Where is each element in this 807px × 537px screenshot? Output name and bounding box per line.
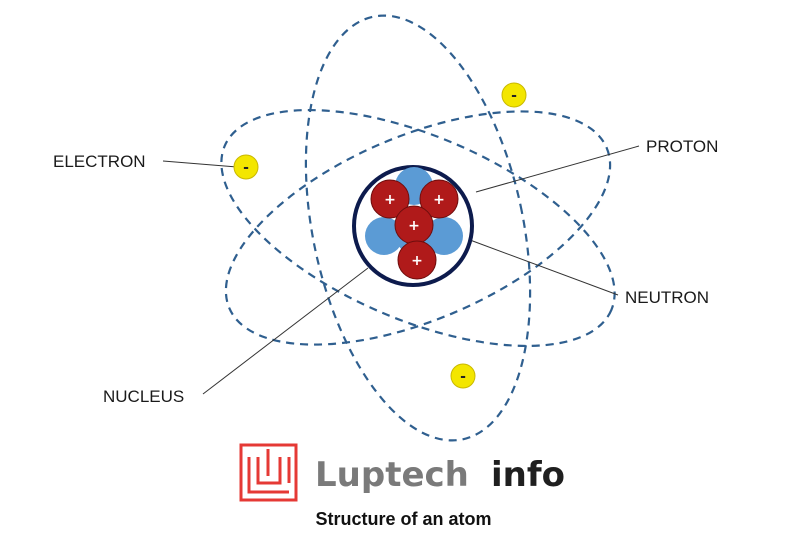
proton-charge: + <box>408 218 420 234</box>
neutron <box>425 217 463 255</box>
proton: + <box>370 179 410 219</box>
logo-suffix-text: info <box>491 455 565 495</box>
neutron-leader-line <box>469 239 619 296</box>
logo-brand-text: Luptech <box>315 455 469 495</box>
neutron-label: NEUTRON <box>625 288 709 307</box>
orbit-vertical <box>304 14 532 442</box>
laptech-logo: Luptech info <box>239 443 565 502</box>
proton-charge: + <box>384 192 396 208</box>
proton-label: PROTON <box>646 137 718 156</box>
orbit-tilted-left <box>220 108 616 348</box>
electron-charge: - <box>460 369 466 385</box>
proton-charge: + <box>411 253 423 269</box>
electron: - <box>501 82 527 108</box>
nucleus-leader-line <box>202 267 369 395</box>
electron-charge: - <box>511 88 517 104</box>
electron: - <box>233 154 259 180</box>
leader-lines <box>162 145 640 395</box>
proton: + <box>419 179 459 219</box>
electron-charge: - <box>243 160 249 176</box>
laptech-logo-icon <box>239 443 298 502</box>
diagram-caption: Structure of an atom <box>315 509 492 529</box>
orbit-group <box>220 14 616 442</box>
proton: + <box>397 240 437 280</box>
orbit-tilted-right <box>224 110 612 346</box>
electron-label: ELECTRON <box>53 152 146 171</box>
electron: - <box>450 363 476 389</box>
nucleus: + + + + <box>352 165 474 287</box>
neutron <box>365 217 403 255</box>
proton-charge: + <box>433 192 445 208</box>
electron-leader-line <box>162 160 238 168</box>
proton-leader-line <box>475 145 640 193</box>
nucleus-label: NUCLEUS <box>103 387 184 406</box>
proton: + <box>394 205 434 245</box>
